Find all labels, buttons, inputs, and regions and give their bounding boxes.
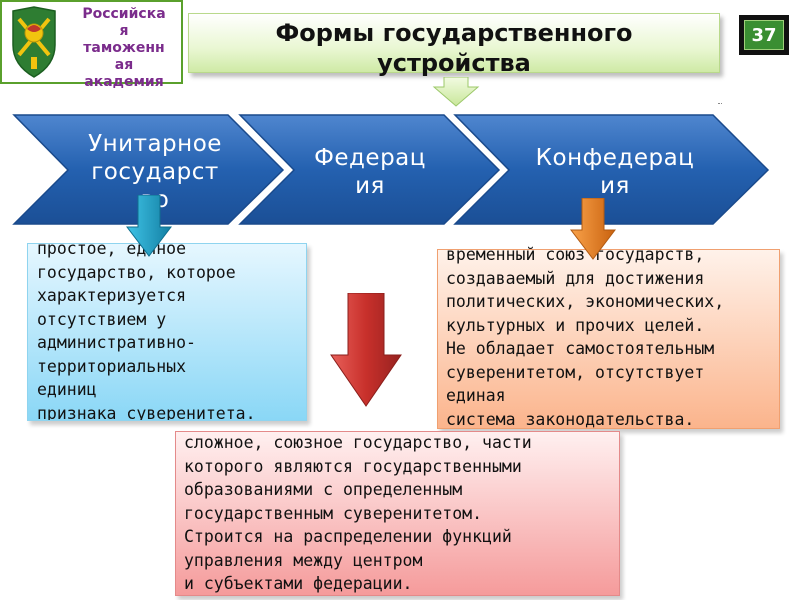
confederation-description-box: временный союз государств, создаваемый д… bbox=[437, 245, 780, 429]
slide-number-badge: 37 bbox=[739, 15, 789, 55]
academy-name: Российска я таможенн ая академия bbox=[82, 6, 166, 90]
federation-description: сложное, союзное государство, части кото… bbox=[184, 433, 532, 593]
academy-logo: Российска я таможенн ая академия bbox=[0, 0, 183, 90]
arrow-down-orange-icon bbox=[570, 198, 616, 260]
form-label-confederation: Конфедерац ия bbox=[535, 145, 695, 199]
chevron-federation bbox=[238, 114, 501, 225]
arrow-down-teal-icon bbox=[126, 195, 172, 257]
arrow-down-red-icon bbox=[330, 293, 402, 407]
decor-dots bbox=[718, 103, 722, 108]
form-label-federation: Федерац ия bbox=[314, 145, 426, 199]
unitary-description: простое, единое государство, которое хар… bbox=[37, 243, 256, 421]
chevron-unitary bbox=[12, 114, 285, 225]
slide-number: 37 bbox=[744, 20, 784, 50]
title-down-arrow-icon bbox=[432, 77, 480, 107]
unitary-description-box: простое, единое государство, которое хар… bbox=[27, 243, 307, 421]
federation-description-box: сложное, союзное государство, части кото… bbox=[175, 431, 620, 596]
slide-title: Формы государственного устройства bbox=[275, 19, 633, 77]
forms-chevron-row bbox=[12, 114, 770, 225]
slide-title-box: Формы государственного устройства bbox=[188, 13, 720, 77]
confederation-description: временный союз государств, создаваемый д… bbox=[446, 245, 725, 429]
emblem-icon bbox=[12, 6, 56, 78]
chevron-confederation bbox=[453, 114, 770, 225]
